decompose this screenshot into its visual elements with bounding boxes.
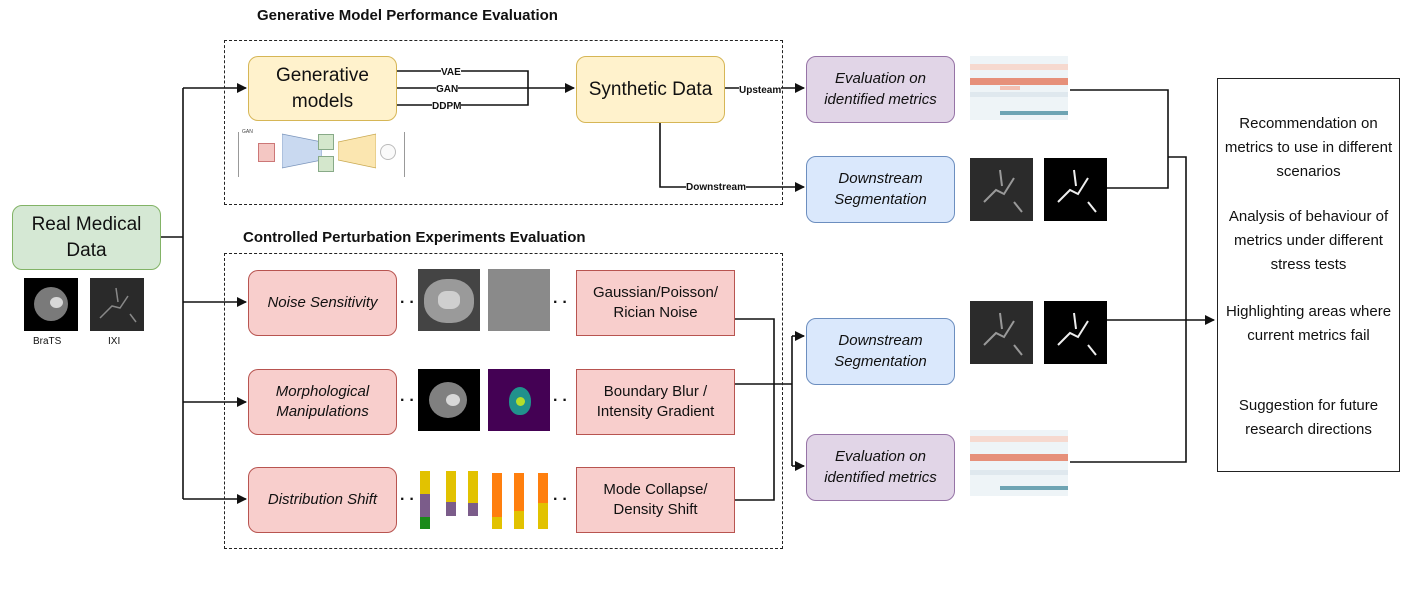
distribution-shift-label: Distribution Shift: [267, 490, 378, 508]
downstream-segmentation-box-bottom: Downstream Segmentation: [806, 318, 955, 385]
dots-noise-2: ··: [553, 294, 572, 311]
synthetic-data-box: Synthetic Data: [576, 56, 725, 123]
generative-models-label: Generative models: [276, 64, 369, 112]
outcome-recommendation: Recommendation on metrics to use in diff…: [1224, 115, 1393, 180]
downstream-segmentation-label-top: Downstream Segmentation: [834, 170, 927, 208]
evaluation-metrics-label-top: Evaluation on identified metrics: [824, 70, 937, 108]
noise-pattern-thumbnail: [488, 269, 550, 331]
controlled-section-title: Controlled Perturbation Experiments Eval…: [243, 229, 586, 246]
noise-sensitivity-label: Noise Sensitivity: [267, 293, 378, 311]
arrow-downstream: [659, 123, 805, 192]
dots-dist-2: ··: [553, 491, 572, 508]
outcome-analysis: Analysis of behaviour of metrics under d…: [1228, 208, 1389, 273]
brats-thumbnail: [24, 278, 78, 331]
dist-bar-2: [446, 471, 456, 516]
upstream-label: Upsteam: [739, 85, 782, 97]
metrics-heatmap-bottom: [970, 430, 1068, 496]
evaluation-metrics-label-bottom: Evaluation on identified metrics: [824, 448, 937, 486]
downstream-segmentation-label-bottom: Downstream Segmentation: [834, 332, 927, 370]
outcome-suggestion: Suggestion for future research direction…: [1238, 397, 1379, 438]
arrow-to-panel: [1070, 156, 1187, 463]
dist-method-box: Mode Collapse/ Density Shift: [576, 467, 735, 533]
downstream-label: Downstream: [686, 182, 747, 194]
morphological-manipulations-box: Morphological Manipulations: [248, 369, 397, 435]
metrics-heatmap-top: [970, 56, 1068, 120]
line-heatmap-top: [1070, 89, 1169, 189]
morph-method-label: Boundary Blur / Intensity Gradient: [596, 382, 715, 420]
dist-bar-1: [420, 471, 430, 529]
line-noise-out: [735, 318, 775, 501]
generative-section-frame: [224, 40, 783, 205]
generative-models-box: Generative models: [248, 56, 397, 121]
controlled-section-frame: [224, 253, 783, 549]
morph-method-box: Boundary Blur / Intensity Gradient: [576, 369, 735, 435]
gan-label: GAN: [436, 84, 459, 96]
vae-label: VAE: [441, 67, 461, 79]
distribution-shift-bars: [420, 471, 548, 529]
morph-gradient-thumbnail: [488, 369, 550, 431]
real-medical-data-label: Real Medical Data: [31, 213, 142, 261]
dist-bar-5: [514, 473, 524, 529]
downstream-segmentation-box-top: Downstream Segmentation: [806, 156, 955, 223]
dist-bar-4: [492, 473, 502, 529]
evaluation-metrics-box-bottom: Evaluation on identified metrics: [806, 434, 955, 501]
outcome-highlighting: Highlighting areas where current metrics…: [1225, 303, 1392, 344]
noise-method-label: Gaussian/Poisson/ Rician Noise: [592, 283, 719, 321]
segmentation-image-bottom: [970, 301, 1033, 364]
morphological-manipulations-label: Morphological Manipulations: [275, 382, 370, 420]
dist-method-label: Mode Collapse/ Density Shift: [603, 480, 708, 518]
dots-noise-1: ···: [400, 294, 428, 311]
segmentation-mask-top: [1044, 158, 1107, 221]
morph-tumor-thumbnail: [418, 369, 480, 431]
real-medical-data-box: Real Medical Data: [12, 205, 161, 270]
dots-morph-2: ··: [553, 392, 572, 409]
ddpm-label: DDPM: [432, 101, 462, 113]
distribution-shift-box: Distribution Shift: [248, 467, 397, 533]
noise-brain-thumbnail: [418, 269, 480, 331]
gan-thumb-label: GAN: [242, 129, 253, 135]
outcomes-panel: Recommendation on metrics to use in diff…: [1217, 78, 1400, 472]
dist-bar-6: [538, 473, 548, 529]
dots-dist-1: ··: [400, 491, 419, 508]
gan-architecture-thumbnail: GAN: [238, 128, 406, 178]
synthetic-data-label: Synthetic Data: [588, 78, 713, 100]
dist-bar-3: [468, 471, 478, 516]
generative-section-title: Generative Model Performance Evaluation: [257, 7, 558, 24]
brats-label: BraTS: [33, 336, 62, 347]
segmentation-image-top: [970, 158, 1033, 221]
ixi-label: IXI: [108, 336, 121, 347]
evaluation-metrics-box-top: Evaluation on identified metrics: [806, 56, 955, 123]
dots-morph-1: ···: [400, 392, 428, 409]
segmentation-mask-bottom: [1044, 301, 1107, 364]
noise-method-box: Gaussian/Poisson/ Rician Noise: [576, 270, 735, 336]
noise-sensitivity-box: Noise Sensitivity: [248, 270, 397, 336]
ixi-thumbnail: [90, 278, 144, 331]
